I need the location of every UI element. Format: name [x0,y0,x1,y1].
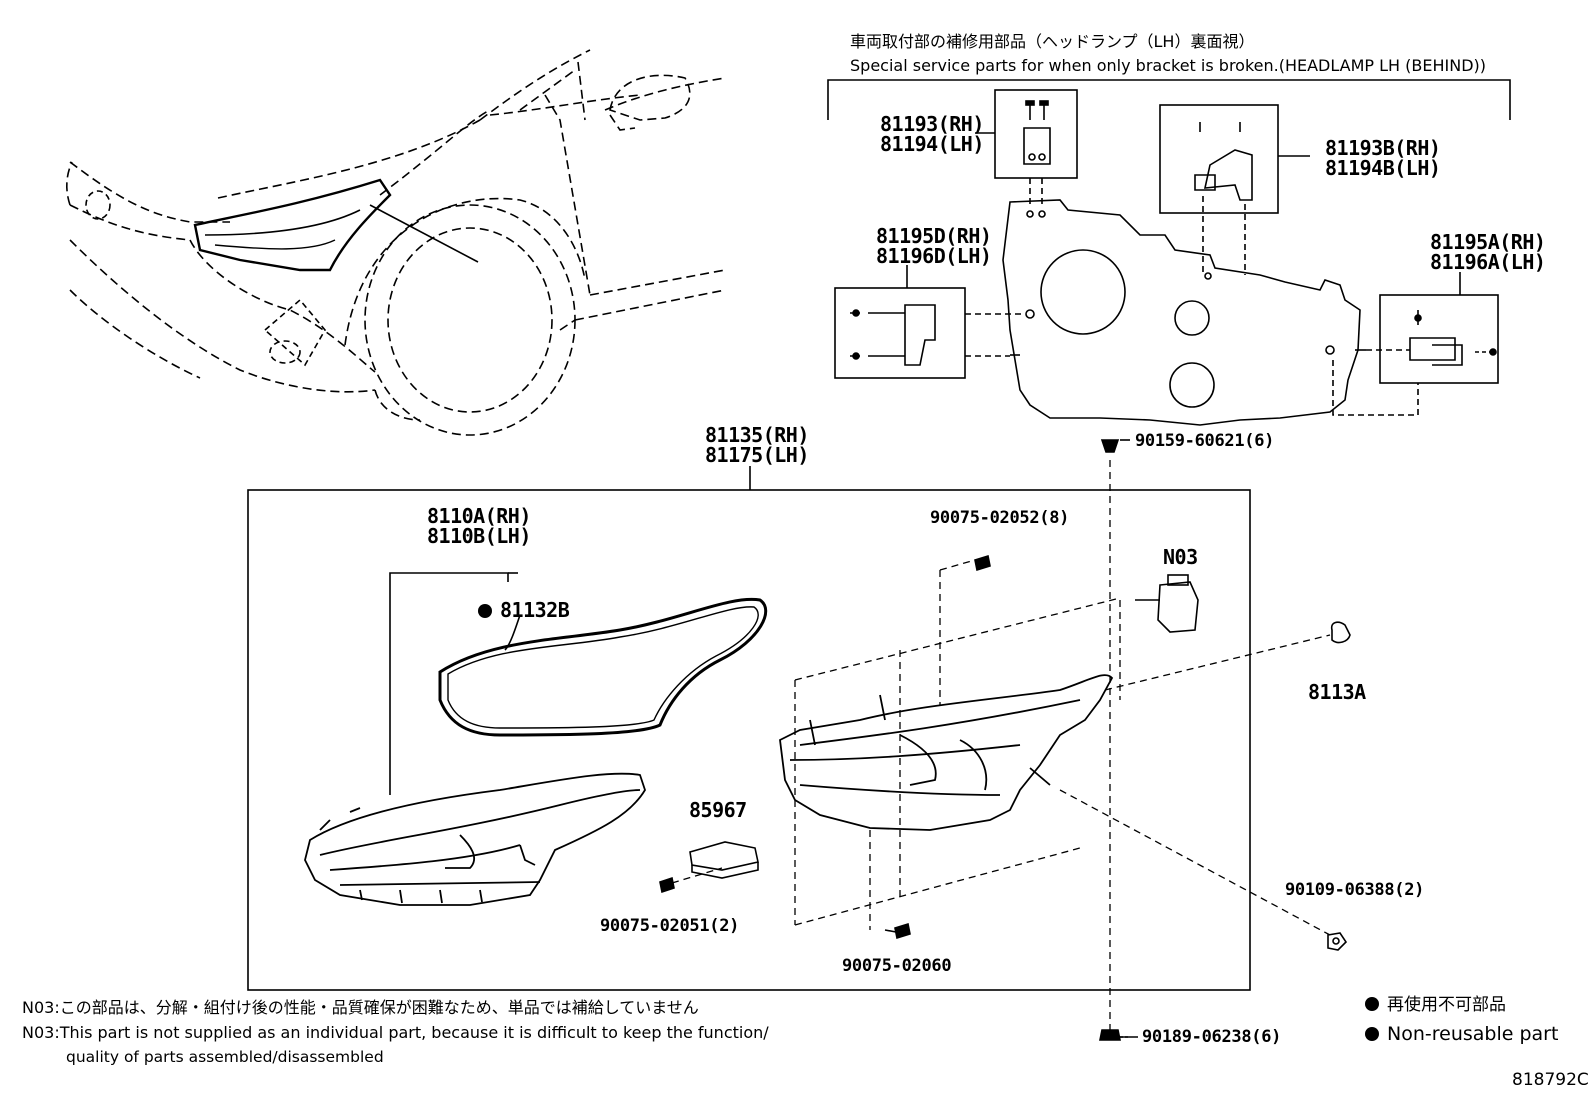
cap-8113a [1330,621,1351,644]
bolt-90075-02052 [974,554,991,572]
headlamp-housing-back-view [1002,199,1361,426]
part-81135-rh[interactable]: 81135(RH) [705,423,809,447]
headlamp-housing-assembly [779,674,1114,831]
part-90159-60621[interactable]: 90159-60621(6) [1135,431,1275,451]
legend-dot-icon [1365,997,1379,1011]
part-81193-rh[interactable]: 81193(RH) [880,112,984,136]
part-90109-06388[interactable]: 90109-06388(2) [1285,880,1425,900]
box-81195a [1379,294,1499,384]
car-headlamp-highlight [193,178,392,272]
bolt-90075-02060 [884,922,911,940]
part-81175-lh[interactable]: 81175(LH) [705,443,809,467]
part-90075-02052[interactable]: 90075-02052(8) [930,508,1070,528]
housing-port-large [1040,249,1126,335]
housing-port-mid [1174,300,1210,336]
legend-dot-icon [1365,1027,1379,1041]
legend-jp: 再使用不可部品 [1365,997,1506,1014]
part-8110a-rh[interactable]: 8110A(RH) [427,504,531,528]
bolt-90075-02051 [659,876,675,894]
part-90189-06238[interactable]: 90189-06238(6) [1142,1027,1282,1047]
note-n03-en-line2: quality of parts assembled/disassembled [66,1048,384,1066]
module-85967 [689,841,759,879]
part-81196d-lh[interactable]: 81196D(LH) [876,244,992,268]
bracket-81195d [850,304,936,366]
housing-port-lower [1169,362,1215,408]
part-85967[interactable]: 85967 [689,798,747,822]
bracket-kit-title-en: Special service parts for when only brac… [850,56,1487,75]
part-8110b-lh[interactable]: 8110B(LH) [427,524,531,548]
screw-pair-81193 [1023,100,1051,165]
box-81195d [834,287,966,379]
gasket-81132b [438,597,768,737]
part-81193b-rh[interactable]: 81193B(RH) [1325,136,1441,160]
part-90075-02060[interactable]: 90075-02060 [842,956,952,976]
wheel-illustration [344,197,586,436]
box-81193b [1159,104,1279,214]
legend-en: Non-reusable part [1365,1025,1558,1044]
clip-90159-60621 [1100,439,1120,453]
headlamp-lens-assembly [304,772,646,906]
clip-90189-06238 [1099,1029,1121,1041]
bracket-kit-title-jp: 車両取付部の補修用部品（ヘッドランプ（LH）裏面視） [850,32,1255,51]
part-n03[interactable]: N03 [1163,545,1198,569]
note-n03-jp: N03:この部品は、分解・組付け後の性能・品質確保が困難なため、単品では補給して… [22,998,699,1017]
part-8113a[interactable]: 8113A [1308,680,1366,704]
part-81196a-lh[interactable]: 81196A(LH) [1430,250,1546,274]
part-81194-lh[interactable]: 81194(LH) [880,132,984,156]
bracket-kit-bracket [827,79,1511,120]
part-90075-02051[interactable]: 90075-02051(2) [600,916,740,936]
actuator-n03 [1135,574,1199,633]
bracket-81193b [1194,122,1253,201]
car-front-illustration [66,49,726,393]
assembly-box-81135 [247,489,1251,991]
part-81195a-rh[interactable]: 81195A(RH) [1430,230,1546,254]
note-n03-en-line1: N03:This part is not supplied as an indi… [22,1023,769,1042]
part-81194b-lh[interactable]: 81194B(LH) [1325,156,1441,180]
part-81132b[interactable]: 81132B [478,600,570,620]
nut-90109-06388 [1327,932,1348,951]
mirror-outline [609,74,691,121]
part-81195d-rh[interactable]: 81195D(RH) [876,224,992,248]
fog-lamp-outline [269,340,301,364]
box-81193 [994,89,1078,179]
non-reusable-marker [478,604,492,618]
bracket-81195a [1409,310,1497,366]
figure-id: 818792C [1512,1070,1589,1090]
